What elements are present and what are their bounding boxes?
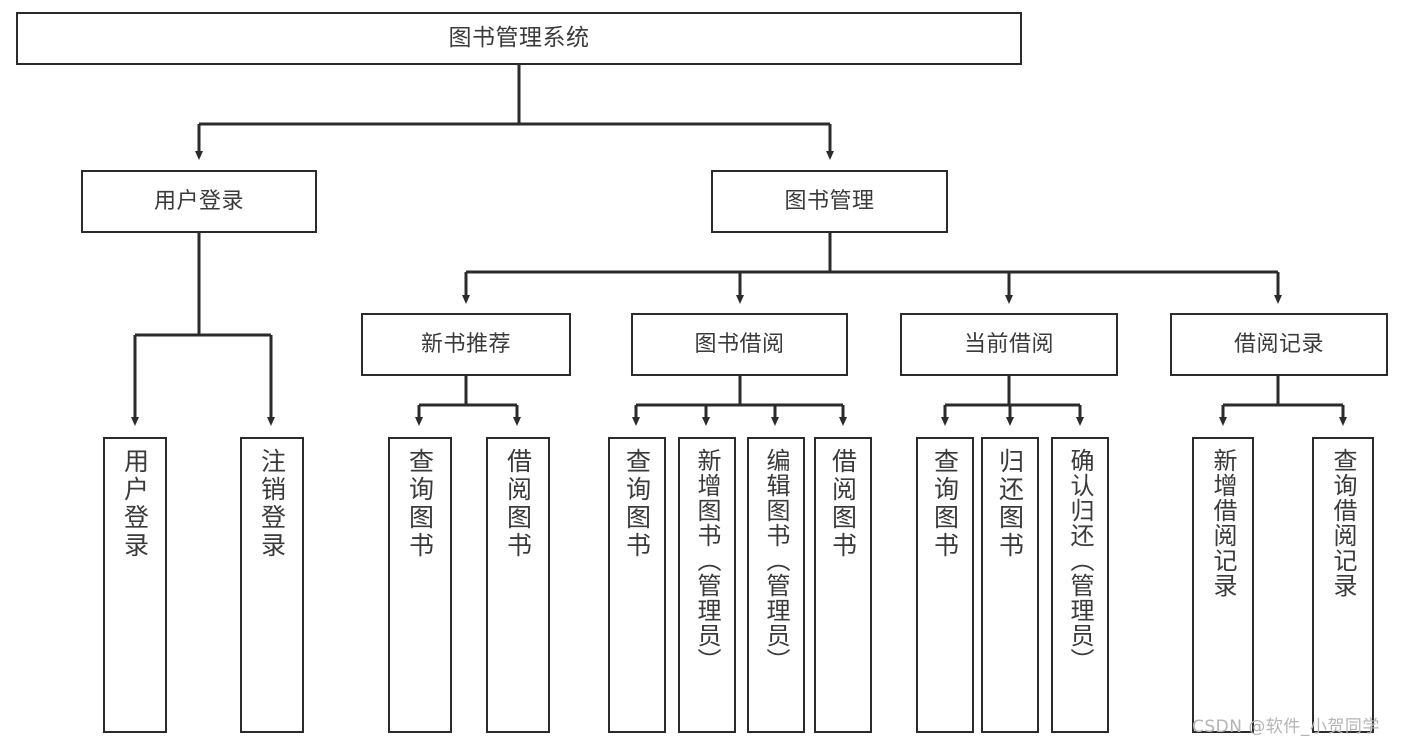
node-label: 用户登录 [153,188,244,214]
leaf-add-book-admin[interactable]: 新增图书（管理员） [678,437,736,733]
leaf-confirm-return-admin[interactable]: 确认归还（管理员） [1051,437,1109,733]
leaf-edit-book-admin[interactable]: 编辑图书（管理员） [747,437,805,733]
leaf-query-book-borrow[interactable]: 查询图书 [608,437,666,733]
leaf-query-book-current[interactable]: 查询图书 [916,437,974,733]
leaf-query-book-recommend[interactable]: 查询图书 [388,437,452,733]
leaf-logout-login[interactable]: 注销登录 [240,437,304,733]
node-label: 编辑图书（管理员） [762,448,790,673]
leaf-return-book[interactable]: 归还图书 [981,437,1039,733]
node-root-book-management-system[interactable]: 图书管理系统 [16,12,1022,65]
node-label: 借阅图书 [503,448,533,560]
node-label: 查询借阅记录 [1329,448,1357,598]
node-label: 借阅图书 [828,448,858,560]
node-borrow-record[interactable]: 借阅记录 [1170,313,1388,376]
node-user-login[interactable]: 用户登录 [81,170,317,233]
node-label: 确认归还（管理员） [1066,448,1094,673]
node-label: 用户登录 [120,448,150,560]
csdn-watermark: CSDN @软件_小贺同学 [1192,717,1380,737]
node-label: 图书管理系统 [448,25,590,52]
node-label: 当前借阅 [963,331,1054,357]
node-label: 新书推荐 [420,331,511,357]
node-current-borrow[interactable]: 当前借阅 [900,313,1118,376]
node-label: 查询图书 [622,448,652,560]
node-book-management[interactable]: 图书管理 [711,170,948,233]
node-book-borrow[interactable]: 图书借阅 [631,313,848,376]
leaf-query-borrow-record[interactable]: 查询借阅记录 [1312,437,1374,733]
leaf-user-login[interactable]: 用户登录 [103,437,167,733]
node-label: 查询图书 [405,448,435,560]
leaf-add-borrow-record[interactable]: 新增借阅记录 [1192,437,1254,733]
node-label: 查询图书 [930,448,960,560]
node-label: 借阅记录 [1233,331,1324,357]
node-label: 图书管理 [784,188,875,214]
node-label: 注销登录 [257,448,287,560]
leaf-borrow-book[interactable]: 借阅图书 [814,437,872,733]
node-label: 新增图书（管理员） [693,448,721,673]
node-label: 图书借阅 [694,331,785,357]
leaf-borrow-book-recommend[interactable]: 借阅图书 [486,437,550,733]
node-label: 归还图书 [995,448,1025,560]
node-label: 新增借阅记录 [1209,448,1237,598]
node-new-book-recommend[interactable]: 新书推荐 [361,313,571,376]
